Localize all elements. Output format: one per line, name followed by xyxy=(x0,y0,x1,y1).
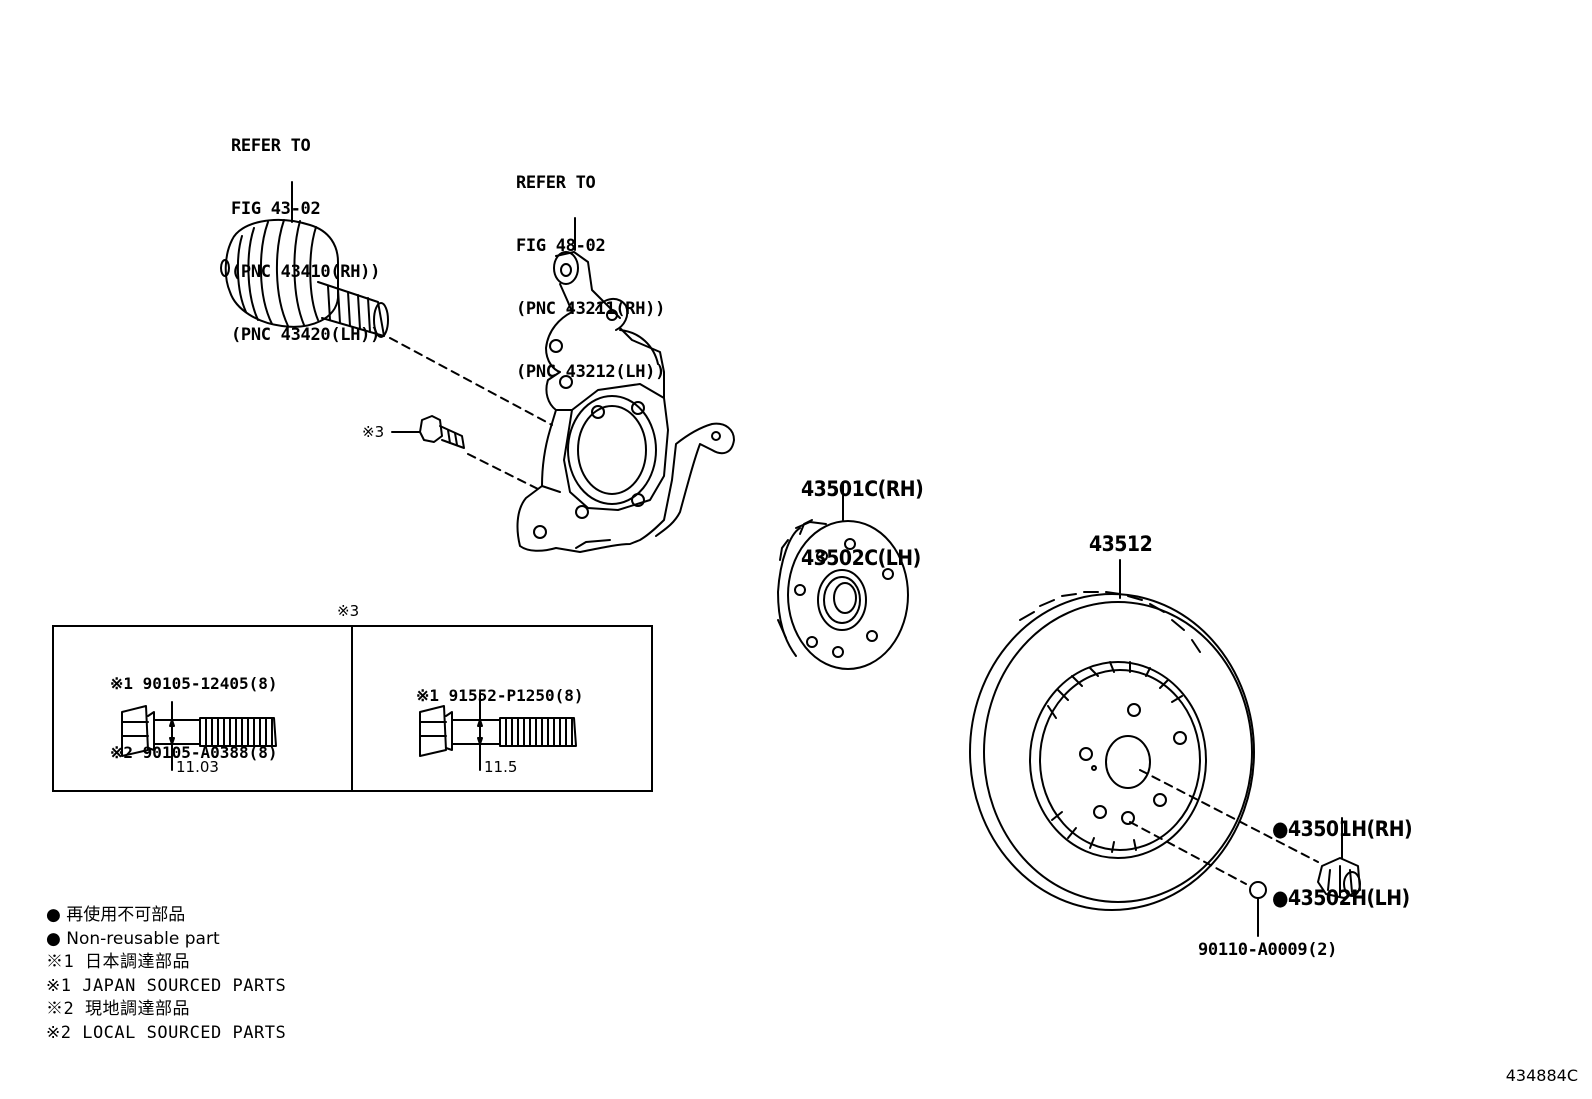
legend-line-4: ※1 JAPAN SOURCED PARTS xyxy=(46,975,287,996)
bolt-ref-label: ※3 xyxy=(362,423,385,441)
legend-line-2: ● Non-reusable part xyxy=(46,928,220,949)
disc-screw-drawing xyxy=(1249,881,1267,937)
bolt-right-line-1: ※1 91552-P1250(8) xyxy=(416,686,584,705)
disc-rotor-drawing xyxy=(969,559,1319,911)
screw-part-number: 90110-A0009(2) xyxy=(1198,940,1338,960)
cv-ref-line-3: (PNC 43410(RH)) xyxy=(231,262,381,282)
knuckle-ref-line-1: REFER TO xyxy=(516,173,596,193)
hub-nut-drawing xyxy=(1317,817,1361,899)
nut-part-number: ●43501H(RH) ●43502H(LH) xyxy=(1272,772,1413,933)
knuckle-ref-line-4: (PNC 43212(LH)) xyxy=(516,362,666,382)
figure-id: 434884C xyxy=(1505,1066,1578,1085)
table-bolt-left-drawing xyxy=(121,701,277,771)
knuckle-ref-line-3: (PNC 43211(RH)) xyxy=(516,299,666,319)
knuckle-reference: REFER TO FIG 48-02 (PNC 43211(RH)) (PNC … xyxy=(516,131,665,404)
legend-line-3: ※1 日本調達部品 xyxy=(46,952,190,972)
bolt-left-dimension: 11.03 xyxy=(176,758,219,776)
cv-ref-line-1: REFER TO xyxy=(231,136,311,156)
hub-part-number: 43501C(RH) 43502C(LH) xyxy=(801,432,924,593)
bolt-table-left-text: ※1 90105-12405(8) ※2 90105-A0388(8) xyxy=(110,626,278,787)
disc-part-number: 43512 xyxy=(1089,532,1153,556)
bolt-right-dimension: 11.5 xyxy=(484,758,518,776)
bolt-left-line-2: ※2 90105-A0388(8) xyxy=(110,743,278,762)
legend-line-5: ※2 現地調達部品 xyxy=(46,999,190,1019)
cv-joint-reference: REFER TO FIG 43-02 (PNC 43410(RH)) (PNC … xyxy=(231,94,380,367)
legend-line-6: ※2 LOCAL SOURCED PARTS xyxy=(46,1022,287,1043)
steering-knuckle-drawing xyxy=(516,217,735,553)
bolt-left-line-1: ※1 90105-12405(8) xyxy=(110,674,278,693)
legend-line-1: ● 再使用不可部品 xyxy=(46,905,186,925)
cv-joint-drawing xyxy=(220,181,553,426)
bolt-table-divider xyxy=(351,625,353,792)
cv-ref-line-2: FIG 43-02 xyxy=(231,199,321,219)
table-bolt-right-drawing xyxy=(419,693,577,771)
bolt-table-title: ※3 xyxy=(337,602,360,620)
hub-part-rh: 43501C(RH) xyxy=(801,477,924,501)
knuckle-ref-line-2: FIG 48-02 xyxy=(516,236,606,256)
hub-bearing-drawing xyxy=(777,481,909,670)
hub-bolt-drawing xyxy=(391,415,541,491)
bolt-table-right-text: ※1 91552-P1250(8) xyxy=(416,638,584,730)
nut-part-rh: ●43501H(RH) xyxy=(1272,817,1413,841)
legend: ● 再使用不可部品 ● Non-reusable part ※1 日本調達部品 … xyxy=(46,904,286,1045)
cv-ref-line-4: (PNC 43420(LH)) xyxy=(231,325,381,345)
hub-part-lh: 43502C(LH) xyxy=(801,546,921,570)
nut-part-lh: ●43502H(LH) xyxy=(1272,886,1410,910)
